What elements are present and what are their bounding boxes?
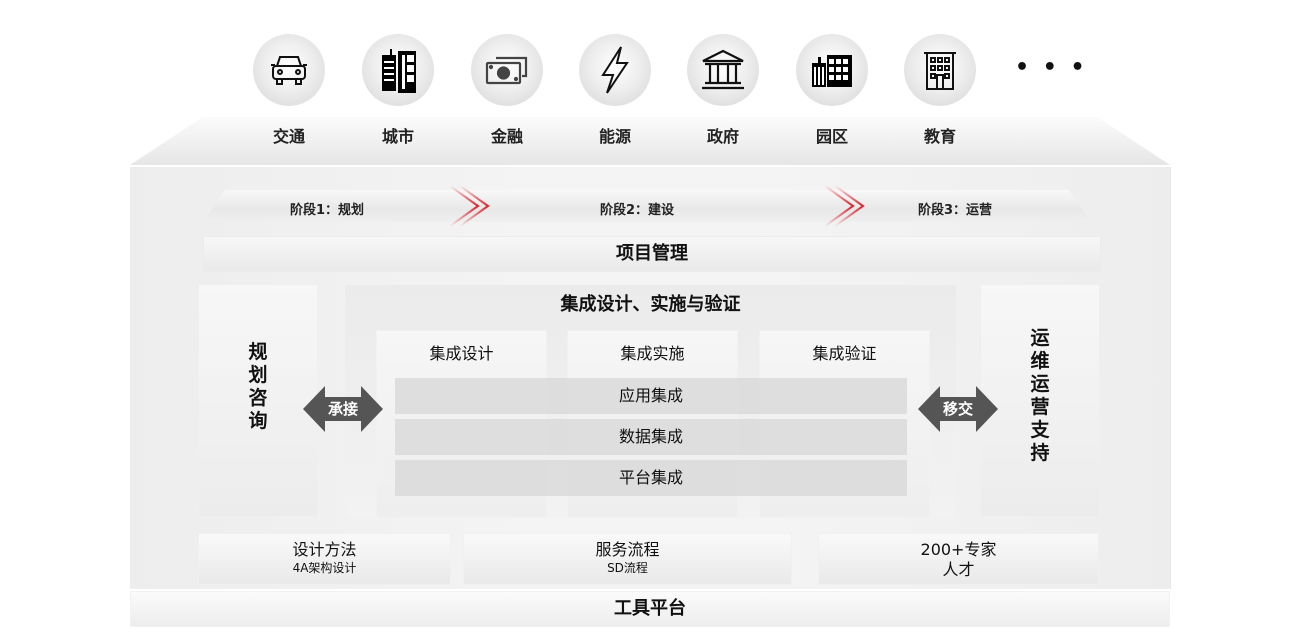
industry-transport: 交通 (244, 34, 334, 147)
design-method-box: 设计方法 4A架构设计 (198, 533, 451, 585)
operations-support-column: 运维 运营 支持 (980, 284, 1100, 517)
box-title: 设计方法 (292, 540, 357, 559)
box-subtitle: 4A架构设计 (292, 561, 357, 575)
stage-1-label: 阶段1：规划 (290, 203, 365, 218)
roof-band (130, 117, 1170, 165)
platform-integration-row: 平台集成 (395, 460, 907, 496)
box-title: 200+专家 (920, 540, 997, 559)
school-building-icon (904, 34, 976, 106)
tools-platform-bar: 工具平台 (130, 591, 1170, 627)
government-building-icon (687, 34, 759, 106)
stage-3-label: 阶段3：运营 (918, 203, 993, 218)
data-integration-row: 数据集成 (395, 419, 907, 455)
arrow-label: 移交 (942, 400, 973, 418)
box-title: 服务流程 (595, 540, 660, 559)
integration-title: 集成设计、实施与验证 (560, 294, 741, 315)
industry-park: 园区 (787, 34, 877, 147)
park-buildings-icon (796, 34, 868, 106)
arrow-label: 承接 (327, 400, 358, 418)
more-ellipsis-icon: • • • (1015, 55, 1088, 80)
double-arrow-icon (918, 386, 998, 432)
column-title: 集成实施 (620, 344, 685, 363)
industry-label: 能源 (598, 127, 631, 146)
column-title: 集成验证 (812, 344, 877, 363)
industry-finance: 金融 (462, 34, 552, 147)
industry-label: 园区 (815, 127, 848, 146)
industry-government: 政府 (678, 34, 768, 147)
project-management-bar: 项目管理 (203, 236, 1101, 272)
experts-box: 200+专家 人才 (818, 533, 1099, 585)
industry-label: 政府 (706, 127, 739, 146)
operations-support-label: 运维 运营 支持 (1030, 327, 1050, 464)
industry-education: 教育 (895, 34, 985, 147)
industry-label: 城市 (381, 127, 414, 146)
industry-energy: 能源 (570, 34, 660, 147)
application-integration-row: 应用集成 (395, 378, 907, 414)
handover-out-arrow: 移交 (918, 386, 998, 432)
handover-in-arrow: 承接 (303, 386, 383, 432)
box-subtitle: 人才 (942, 560, 975, 579)
chevron-right-icon (449, 185, 490, 227)
chevron-right-icon (824, 185, 865, 227)
planning-consulting-label: 规划 咨询 (248, 341, 268, 432)
column-title: 集成设计 (429, 344, 494, 363)
money-icon (471, 34, 543, 106)
car-icon (253, 34, 325, 106)
service-process-box: 服务流程 SD流程 (463, 533, 792, 585)
industry-label: 金融 (490, 127, 523, 146)
city-buildings-icon (362, 34, 434, 106)
box-subtitle: SD流程 (607, 561, 648, 575)
industry-city: 城市 (353, 34, 443, 147)
planning-consulting-column: 规划 咨询 (198, 284, 318, 517)
stage-2-label: 阶段2：建设 (600, 203, 675, 218)
lightning-icon (579, 34, 651, 106)
stage-band (203, 190, 1091, 222)
industry-label: 教育 (923, 127, 956, 146)
industry-label: 交通 (272, 127, 305, 146)
double-arrow-icon (303, 386, 383, 432)
